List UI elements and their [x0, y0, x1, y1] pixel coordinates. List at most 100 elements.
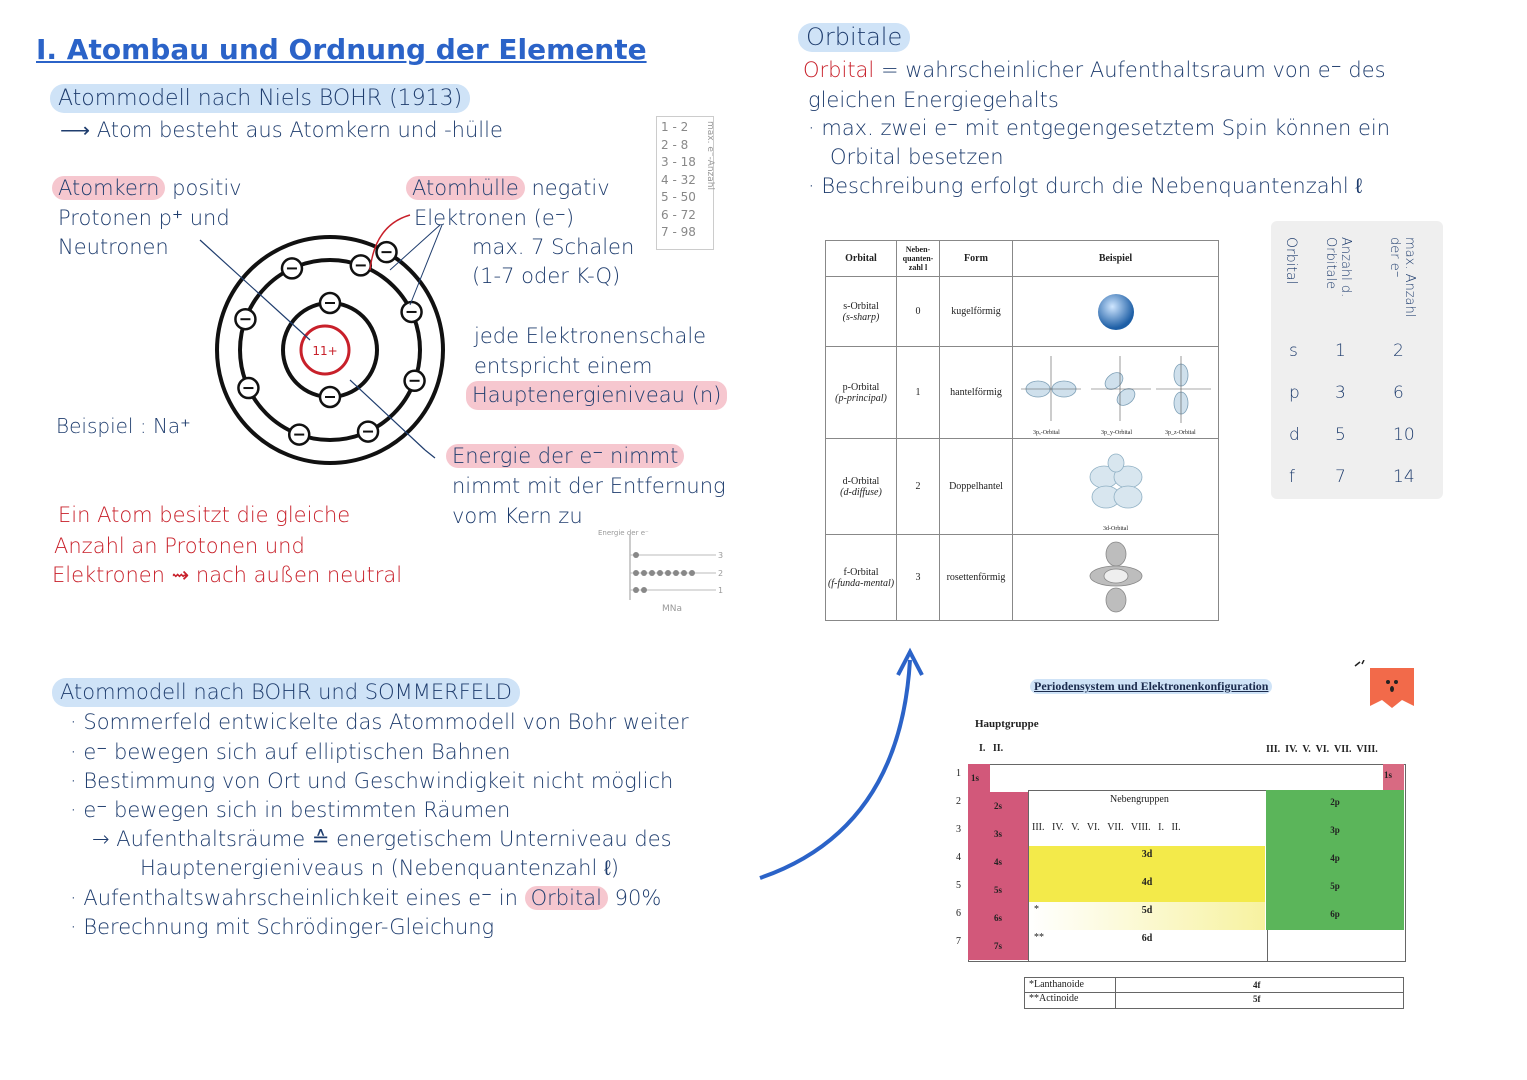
ct-anzahl: 5 [1335, 425, 1346, 445]
bohr-heading: Atommodell nach Niels BOHR (1913) [50, 84, 471, 113]
orbital-bullet2: · Beschreibung erfolgt durch die Nebenqu… [808, 174, 1363, 198]
pse-s-block: 1s [968, 764, 990, 792]
pse-s-block: 6s [968, 904, 1028, 932]
schale-line3: Hauptenergieniveau (n) [466, 381, 728, 410]
pse-p-block: 5p [1330, 881, 1340, 891]
f-orbital-image [1089, 541, 1142, 613]
ot-row-f: f-Orbital(f-funda-mental) 3 rosettenförm… [825, 534, 1219, 621]
pse-d-block: 6d [1029, 930, 1265, 958]
pse-p-block: 3p [1330, 825, 1340, 835]
pse-star6: * [1034, 904, 1039, 915]
pse-d-block: 4d [1029, 874, 1265, 902]
pse-p-block: 2p [1330, 797, 1340, 807]
ot-row-d: d-Orbital(d-diffuse) 2 Doppelhantel 3d-O… [825, 438, 1219, 535]
schale-line2: entspricht einem [474, 354, 653, 378]
sommerfeld-line4: · e⁻ bewegen sich in bestimmten Räumen [70, 798, 511, 822]
ot-header-beispiel: Beispiel [1012, 240, 1219, 277]
p-orbital-images [1020, 356, 1211, 423]
pse-d-block: 5d [1029, 902, 1265, 930]
sommerfeld-line3: · Bestimmung von Ort und Geschwindigkeit… [70, 769, 674, 793]
pse-hauptgruppe: Hauptgruppe [975, 718, 1039, 730]
mini-caption: MNa [662, 604, 682, 614]
energie-line3: vom Kern zu [452, 504, 583, 528]
pse-period-label: 4 [956, 852, 961, 863]
ct-header-anzahl: Anzahl d. Orbitale [1323, 237, 1353, 298]
pse-ng-labels: III. IV. V. VI. VII. VIII. I. II. [1032, 822, 1181, 833]
shell-row: 3 - 18 [661, 155, 696, 169]
shell-row: 4 - 32 [661, 172, 696, 187]
beispiel-na: Beispiel : Na⁺ [56, 414, 191, 438]
ot-row-s: s-Orbital(s-sharp) 0 kugelförmig [825, 276, 1219, 347]
atomkern-line2: Protonen p⁺ und [58, 206, 230, 230]
ct-orbital: d [1289, 425, 1300, 445]
sommerfeld-line1: · Sommerfeld entwickelte das Atommodell … [70, 710, 689, 734]
orbital-table: Orbital Neben-quanten-zahl l Form Beispi… [825, 240, 1219, 621]
shell-table-label: max. e⁻-Anzahl [705, 121, 715, 190]
pse-s-block: 5s [968, 876, 1028, 904]
mini-energy-diagram: Energie der e⁻ 3 2 1 MNa [598, 529, 723, 614]
schalen-line2: (1-7 oder K-Q) [472, 264, 621, 288]
sommerfeld-heading: Atommodell nach BOHR und SOMMERFELD [52, 678, 520, 707]
pse-lanthanoide: *Lanthanoide [1029, 979, 1084, 990]
energie-line1: Energie der e⁻ nimmt [446, 442, 685, 471]
pse-period-label: 7 [956, 936, 961, 947]
shell-row: 7 - 98 [661, 225, 696, 239]
pse-s-block: 4s [968, 848, 1028, 876]
orbital-bullet1b: Orbital besetzen [830, 145, 1004, 169]
pse-title: Periodensystem und Elektronenkonfigurati… [1030, 679, 1273, 694]
ct-anzahl: 3 [1335, 383, 1346, 403]
ot-header-form: Form [939, 240, 1013, 277]
nucleus-label: 11+ [312, 344, 337, 358]
ct-anzahl: 7 [1335, 467, 1346, 487]
ot-row-p: p-Orbital(p-principal) 1 hantelförmig 3p… [825, 346, 1219, 439]
pse-s-block: 2s [968, 792, 1028, 820]
pse-he-1s: 1s [1384, 770, 1393, 780]
bohr-atom-diagram: 11+ [199, 214, 445, 465]
neutral-line3: Elektronen ⇝ nach außen neutral [52, 563, 403, 587]
schalen-line1: max. 7 Schalen [472, 235, 635, 259]
pse-s-block: 7s [968, 932, 1028, 960]
shell-row: 1 - 2 [661, 120, 689, 134]
ct-max: 10 [1393, 425, 1415, 445]
arrow-to-orbitals [759, 647, 924, 880]
p-caption-z: 3p_z-Orbital [1165, 430, 1196, 436]
orbital-count-table: Orbital Anzahl d. Orbitale max. Anzahl d… [1271, 221, 1443, 499]
sticker-icon [1354, 660, 1414, 708]
atomkern-line1: Atomkern positiv [52, 174, 242, 203]
pse-s-block: 3s [968, 820, 1028, 848]
pse-period-label: 3 [956, 824, 961, 835]
pse-5f: 5f [1253, 994, 1261, 1004]
ct-anzahl: 1 [1335, 341, 1346, 361]
ct-max: 2 [1393, 341, 1404, 361]
ot-header-nq: Neben-quanten-zahl l [896, 240, 940, 277]
atomhuelle-negativ: negativ [531, 176, 610, 200]
orbital-definition: Orbital = wahrscheinlicher Aufenthaltsra… [803, 58, 1386, 82]
sommerfeld-line7: · Aufenthaltswahrscheinlichkeit eines e⁻… [70, 886, 662, 910]
pse-nebengruppen: Nebengruppen [1110, 794, 1169, 805]
electrons [234, 240, 426, 446]
orbital-bullet1a: · max. zwei e⁻ mit entgegengesetztem Spi… [808, 116, 1391, 140]
atomkern-label: Atomkern [52, 176, 166, 200]
p-caption-y: 3p_y-Orbital [1101, 430, 1132, 436]
pse-period-label: 5 [956, 880, 961, 891]
bohr-line1: ⟶ Atom besteht aus Atomkern und -hülle [60, 118, 503, 142]
shell-row: 5 - 50 [661, 190, 696, 204]
energie-line2: nimmt mit der Entfernung [452, 474, 726, 498]
neutral-line1: Ein Atom besitzt die gleiche [58, 503, 351, 527]
ct-header-max: max. Anzahl der e⁻ [1387, 237, 1417, 318]
pse-period-label: 6 [956, 908, 961, 919]
pse-f-block: *Lanthanoide **Actinoide 4f 5f [1024, 977, 1404, 1009]
mini-level-1: 1 [718, 586, 723, 595]
atomkern-line3: Neutronen [58, 235, 169, 259]
pse-hg-left: I. II. [979, 743, 1004, 754]
orbital-def-line2: gleichen Energiegehalts [808, 88, 1059, 112]
sommerfeld-line2: · e⁻ bewegen sich auf elliptischen Bahne… [70, 740, 511, 764]
page-title: I. Atombau und Ordnung der Elemente [36, 33, 647, 66]
atomhuelle-label: Atomhülle [406, 176, 525, 200]
ct-orbital: p [1289, 383, 1300, 403]
atomkern-positiv: positiv [172, 176, 242, 200]
mini-axis: Energie der e⁻ [598, 529, 649, 537]
schale-line1: jede Elektronenschale [474, 324, 707, 348]
